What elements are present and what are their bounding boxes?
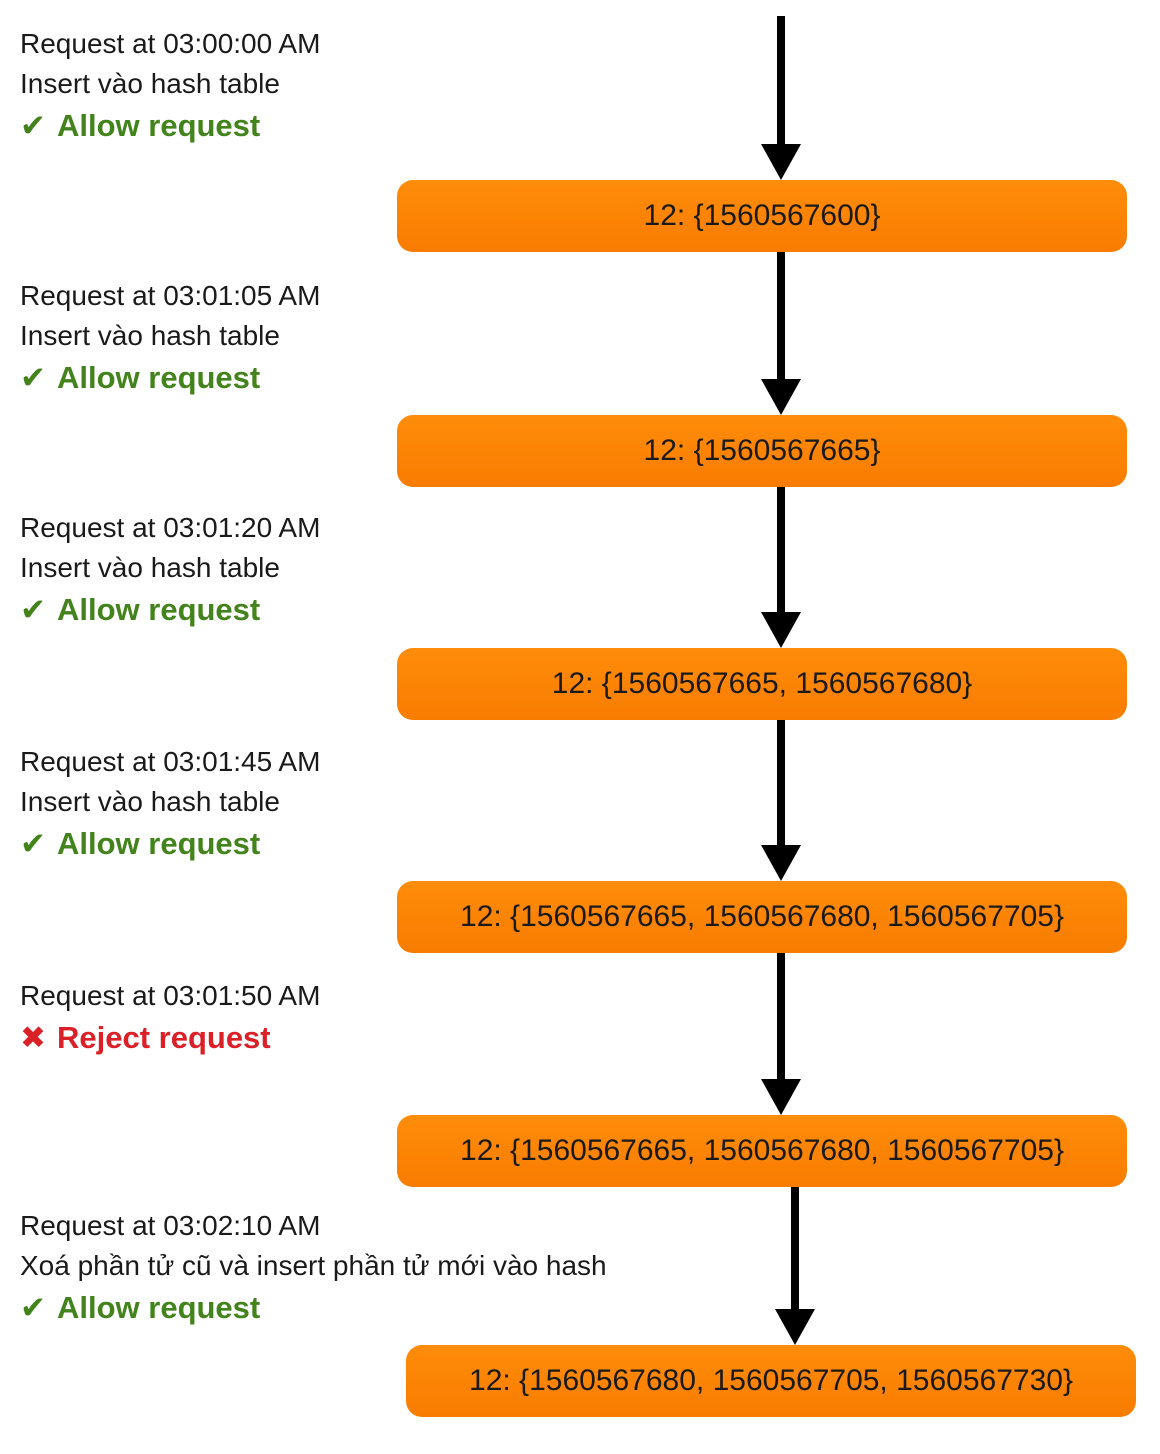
note-time: Request at 03:02:10 AM	[20, 1210, 321, 1241]
arrow-head-icon	[761, 379, 801, 415]
hash-table-state-box-5: 12: {1560567665, 1560567680, 1560567705}	[397, 1115, 1127, 1187]
step-1-note: Request at 03:00:00 AM Insert vào hash t…	[20, 24, 320, 148]
check-icon: ✔	[20, 1290, 46, 1325]
decision-label: Reject request	[56, 1020, 271, 1055]
flow-arrow-6	[775, 1187, 815, 1345]
arrow-head-icon	[761, 612, 801, 648]
hash-box-label: 12: {1560567600}	[643, 199, 881, 232]
decision-reject: ✖ Reject request	[20, 1016, 320, 1060]
hash-table-state-box-4: 12: {1560567665, 1560567680, 1560567705}	[397, 881, 1127, 953]
note-action: Insert vào hash table	[20, 552, 280, 583]
hash-table-state-box-1: 12: {1560567600}	[397, 180, 1127, 252]
hash-box-label: 12: {1560567665}	[643, 434, 881, 467]
step-2-note: Request at 03:01:05 AM Insert vào hash t…	[20, 276, 320, 400]
arrow-head-icon	[761, 144, 801, 180]
decision-allow: ✔ Allow request	[20, 588, 320, 632]
note-action: Insert vào hash table	[20, 320, 280, 351]
hash-table-state-box-2: 12: {1560567665}	[397, 415, 1127, 487]
hash-table-state-box-6: 12: {1560567680, 1560567705, 1560567730}	[406, 1345, 1136, 1417]
decision-label: Allow request	[56, 360, 261, 395]
flow-arrow-4	[761, 720, 801, 881]
note-action: Xoá phần tử cũ và insert phần tử mới vào…	[20, 1250, 607, 1281]
cross-icon: ✖	[20, 1020, 46, 1055]
decision-label: Allow request	[56, 592, 261, 627]
note-time: Request at 03:01:45 AM	[20, 746, 321, 777]
step-6-note: Request at 03:02:10 AM Xoá phần tử cũ và…	[20, 1206, 607, 1330]
flow-arrow-2	[761, 252, 801, 415]
arrow-head-icon	[775, 1309, 815, 1345]
note-action: Insert vào hash table	[20, 786, 280, 817]
hash-box-label: 12: {1560567680, 1560567705, 1560567730}	[469, 1364, 1073, 1397]
flow-arrow-3	[761, 487, 801, 648]
hash-box-label: 12: {1560567665, 1560567680}	[551, 667, 973, 700]
note-time: Request at 03:01:05 AM	[20, 280, 321, 311]
hash-box-label: 12: {1560567665, 1560567680, 1560567705}	[460, 1134, 1064, 1167]
decision-allow: ✔ Allow request	[20, 356, 320, 400]
decision-label: Allow request	[56, 1290, 261, 1325]
arrow-stem	[777, 252, 785, 385]
arrow-head-icon	[761, 845, 801, 881]
flow-arrow-1	[761, 16, 801, 180]
step-5-note: Request at 03:01:50 AM ✖ Reject request	[20, 976, 320, 1060]
decision-allow: ✔ Allow request	[20, 104, 320, 148]
arrow-stem	[777, 720, 785, 851]
hash-box-label: 12: {1560567665, 1560567680, 1560567705}	[460, 900, 1064, 933]
note-time: Request at 03:01:20 AM	[20, 512, 321, 543]
flow-arrow-5	[761, 953, 801, 1115]
check-icon: ✔	[20, 592, 46, 627]
arrow-head-icon	[761, 1079, 801, 1115]
check-icon: ✔	[20, 108, 46, 143]
arrow-stem	[777, 16, 785, 150]
note-time: Request at 03:00:00 AM	[20, 28, 321, 59]
arrow-stem	[777, 487, 785, 618]
hash-table-state-box-3: 12: {1560567665, 1560567680}	[397, 648, 1127, 720]
decision-label: Allow request	[56, 826, 261, 861]
step-4-note: Request at 03:01:45 AM Insert vào hash t…	[20, 742, 320, 866]
note-time: Request at 03:01:50 AM	[20, 980, 321, 1011]
check-icon: ✔	[20, 826, 46, 861]
decision-label: Allow request	[56, 108, 261, 143]
check-icon: ✔	[20, 360, 46, 395]
step-3-note: Request at 03:01:20 AM Insert vào hash t…	[20, 508, 320, 632]
arrow-stem	[791, 1187, 799, 1315]
note-action: Insert vào hash table	[20, 68, 280, 99]
decision-allow: ✔ Allow request	[20, 822, 320, 866]
arrow-stem	[777, 953, 785, 1085]
decision-allow: ✔ Allow request	[20, 1286, 607, 1330]
